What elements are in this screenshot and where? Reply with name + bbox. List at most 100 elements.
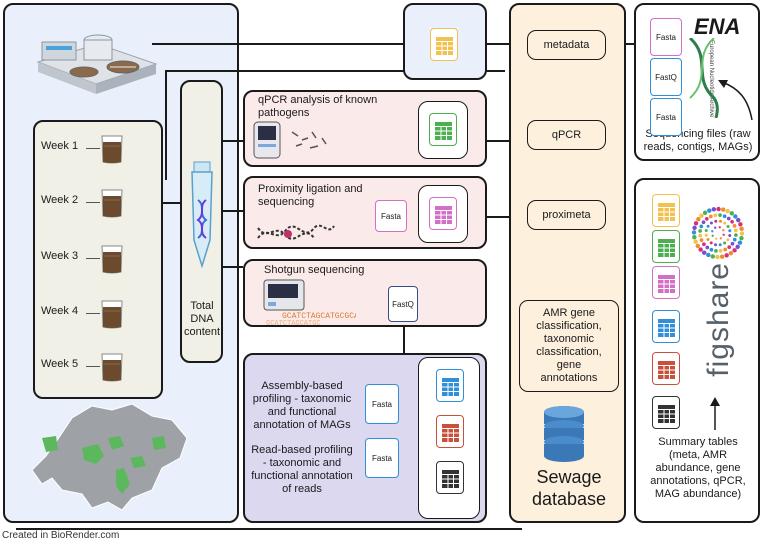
figshare-logo-dot (722, 214, 727, 219)
figshare-logo-dot (733, 228, 738, 233)
svg-text:GCATCTAGCATGC: GCATCTAGCATGC (266, 320, 321, 326)
proximeta-pill: proximeta (527, 200, 606, 230)
total-dna-label: Total DNA content (183, 300, 221, 338)
connector-qpcr-db (486, 140, 528, 142)
figshare-logo-dot (722, 233, 725, 236)
figshare-logo-dot (730, 241, 735, 246)
figshare-logo-dot (738, 222, 743, 227)
sample-beaker-week-5 (100, 352, 124, 382)
figshare-logo-dot (693, 239, 698, 244)
week-5-label: Week 5 (41, 358, 79, 370)
read-fasta-file-icon: Fasta (365, 438, 399, 478)
figshare-logo-dot (704, 229, 708, 233)
figshare-logo-dot (696, 217, 701, 222)
figshare-logo-dot (713, 213, 718, 218)
figshare-logo-dot (722, 229, 725, 232)
figshare-logo-dot (709, 247, 714, 252)
week-1-label: Week 1 (41, 140, 79, 152)
figshare-logo-dot (730, 219, 734, 224)
week-5-connector (86, 366, 100, 367)
figshare-blue-table-icon (652, 310, 680, 343)
qpcr-pill: qPCR (527, 120, 606, 150)
figshare-logo-dot (719, 237, 722, 240)
figshare-logo-dot (714, 243, 718, 247)
figshare-yellow-table-icon (652, 194, 680, 227)
figshare-logo-dot (708, 214, 713, 219)
figshare-logo-dot (714, 249, 718, 253)
weeks-panel (33, 120, 163, 399)
figshare-logo-dot (739, 226, 744, 232)
figshare-logo-dot (711, 234, 714, 237)
figshare-logo-dot (718, 243, 722, 247)
figshare-logo-dot (709, 241, 713, 245)
figshare-logo-dot (734, 233, 738, 237)
connector-to-sewer-bottom (16, 528, 522, 530)
figshare-logo-dot (735, 244, 740, 249)
figshare-logo-dot (714, 226, 717, 229)
week-2-connector (86, 202, 100, 203)
figshare-green-table-icon (652, 230, 680, 263)
figshare-logo-dot (723, 221, 727, 225)
figshare-logo-dot (739, 236, 744, 241)
figshare-logo-dot (739, 231, 745, 236)
proximity-method-label: Proximity ligation and sequencing (258, 183, 363, 208)
proximity-spreadsheet-icon (429, 197, 457, 230)
connector-plant-metadata (152, 43, 404, 45)
figshare-logo-dot (716, 206, 721, 212)
analysis-spreadsheet-blue-icon (436, 369, 464, 402)
figshare-logo-dot (715, 254, 720, 260)
figshare-logo-dot (718, 213, 722, 217)
figshare-caption: Summary tables (meta, AMR abundance, gen… (650, 436, 746, 500)
figshare-logo-dot (714, 219, 718, 223)
figshare-logo-dot (711, 230, 714, 233)
figshare-logo-dot (711, 207, 717, 212)
figshare-logo-dot (699, 224, 704, 229)
amr-pill: AMR gene classification, taxonomic class… (519, 300, 619, 392)
footer-credit: Created in BioRender.com (2, 530, 120, 541)
figshare-logo-dot (706, 238, 710, 242)
analysis-spreadsheet-black-icon (436, 461, 464, 494)
week-4-connector (86, 313, 100, 314)
treatment-plant-illustration (36, 34, 158, 94)
ena-arrow-icon (718, 80, 753, 121)
connector-meta-db (486, 43, 528, 45)
figshare-logo-dot (726, 224, 730, 228)
figshare-logo-dot (702, 250, 707, 255)
figshare-logo-dot (698, 247, 703, 252)
ena-logo: ENA (694, 14, 741, 39)
figshare-logo-dot (692, 225, 697, 230)
europe-map (31, 403, 188, 511)
figshare-logo-dot (736, 217, 741, 223)
qpcr-machine-icon (253, 121, 327, 159)
connector-plant-right (165, 70, 505, 72)
week-3-label: Week 3 (41, 250, 79, 262)
figshare-logo-dot (733, 214, 738, 219)
figshare-logo-dot (728, 251, 734, 256)
figshare-logo-dot (699, 213, 704, 218)
shotgun-fastq-file-icon: FastQ (388, 286, 418, 322)
figshare-logo-dot (706, 252, 711, 258)
connector-dna-shotgun (221, 266, 243, 268)
figshare-logo-dot (706, 224, 710, 228)
figshare-logo-dot (707, 208, 712, 213)
figshare-logo-dot (721, 207, 726, 212)
figshare-logo-dot (701, 220, 706, 225)
metadata-pill: metadata (527, 30, 606, 60)
figshare-logo-dot (705, 245, 710, 250)
figshare-logo-dot (719, 254, 725, 259)
figshare-logo-dot (702, 242, 706, 247)
figshare-logo-dot (718, 248, 723, 253)
qpcr-spreadsheet-icon (429, 113, 457, 146)
figshare-logo-dot (695, 243, 700, 249)
dna-ligation-icon (257, 224, 335, 240)
figshare-logo-dot (702, 210, 708, 215)
figshare-logo-dot (692, 234, 697, 240)
figshare-logo-dot (732, 237, 737, 242)
figshare-red-table-icon (652, 352, 680, 385)
figshare-pink-table-icon (652, 266, 680, 299)
analysis-spreadsheet-red-icon (436, 415, 464, 448)
figshare-logo-dot (704, 217, 709, 221)
figshare-arrow-icon (710, 397, 720, 430)
figshare-logo-dot (724, 253, 729, 258)
figshare-logo-dot (737, 240, 743, 245)
